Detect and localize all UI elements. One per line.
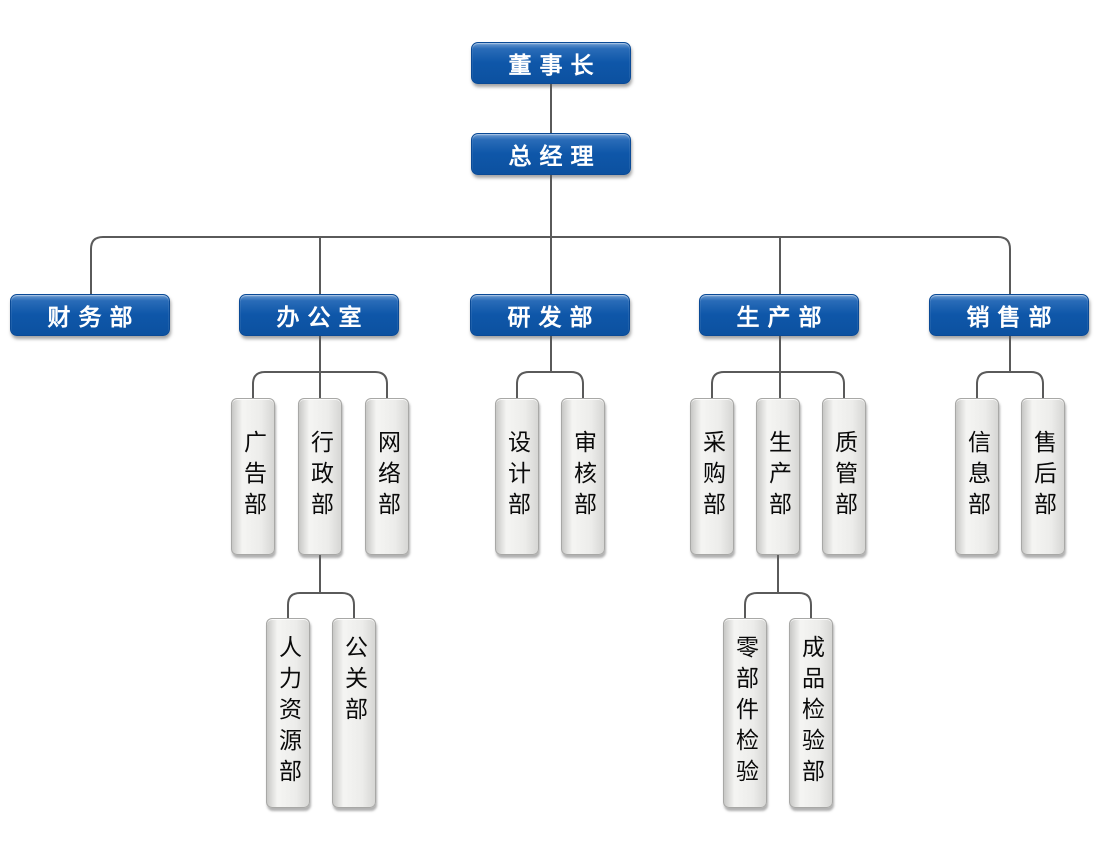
node-finance-dept-label: 财务部	[47, 304, 141, 330]
node-after-sales-dept-label: 售后部	[1030, 430, 1057, 523]
node-parts-inspection-label: 零部件检验	[732, 635, 759, 790]
node-parts-inspection: 零部件检验	[723, 618, 767, 808]
node-finished-inspection-dept-label: 成品检验部	[798, 635, 825, 790]
node-general-manager: 总经理	[471, 133, 631, 175]
node-network-dept-label: 网络部	[374, 430, 401, 523]
node-production-sub-dept-label: 生产部	[765, 430, 792, 523]
node-office: 办公室	[239, 294, 399, 336]
node-quality-dept-label: 质管部	[831, 430, 858, 523]
node-advertising-dept-label: 广告部	[240, 430, 267, 523]
node-chairman-label: 董事长	[508, 52, 602, 78]
node-office-label: 办公室	[276, 304, 370, 330]
node-chairman: 董事长	[471, 42, 631, 84]
node-hr-dept-label: 人力资源部	[275, 635, 302, 790]
node-hr-dept: 人力资源部	[266, 618, 310, 808]
node-design-dept: 设计部	[495, 398, 539, 555]
node-production-dept: 生产部	[699, 294, 859, 336]
node-after-sales-dept: 售后部	[1021, 398, 1065, 555]
node-quality-dept: 质管部	[822, 398, 866, 555]
node-pr-dept-label: 公关部	[341, 635, 368, 728]
node-finance-dept: 财务部	[10, 294, 170, 336]
node-administration-dept-label: 行政部	[307, 430, 334, 523]
node-administration-dept: 行政部	[298, 398, 342, 555]
node-audit-dept: 审核部	[561, 398, 605, 555]
node-pr-dept: 公关部	[332, 618, 376, 808]
node-advertising-dept: 广告部	[231, 398, 275, 555]
node-finished-inspection-dept: 成品检验部	[789, 618, 833, 808]
node-network-dept: 网络部	[365, 398, 409, 555]
node-sales-dept: 销售部	[929, 294, 1089, 336]
node-production-dept-label: 生产部	[736, 304, 830, 330]
node-general-manager-label: 总经理	[508, 143, 602, 169]
node-purchasing-dept-label: 采购部	[699, 430, 726, 523]
node-production-sub-dept: 生产部	[756, 398, 800, 555]
node-purchasing-dept: 采购部	[690, 398, 734, 555]
node-information-dept: 信息部	[955, 398, 999, 555]
node-audit-dept-label: 审核部	[570, 430, 597, 523]
node-information-dept-label: 信息部	[964, 430, 991, 523]
node-rnd-dept: 研发部	[470, 294, 630, 336]
node-sales-dept-label: 销售部	[966, 304, 1060, 330]
node-rnd-dept-label: 研发部	[507, 304, 601, 330]
node-design-dept-label: 设计部	[504, 430, 531, 523]
